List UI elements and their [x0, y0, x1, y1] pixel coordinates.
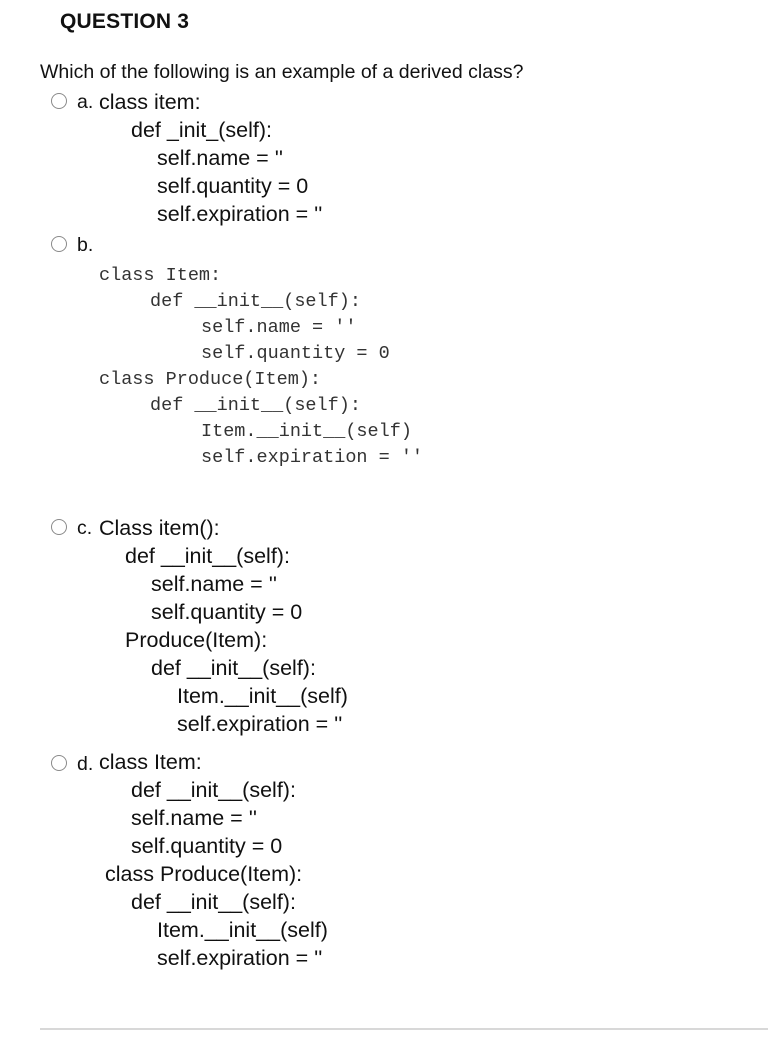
- option-d-code-line: class Item:: [99, 750, 202, 774]
- option-b-code-line: def __init__(self):: [150, 291, 361, 312]
- option-d-code-line: self.quantity = 0: [131, 834, 283, 858]
- option-d-code-line: Item.__init__(self): [157, 918, 328, 942]
- option-d-code-line: self.expiration = '': [157, 946, 323, 970]
- option-c-code-line: def __init__(self):: [125, 544, 290, 568]
- option-b-code-line: class Item:: [99, 265, 222, 286]
- option-c-code-line: self.expiration = '': [177, 712, 343, 736]
- option-a-code-line: class item:: [99, 90, 201, 114]
- option-c-code-line: self.quantity = 0: [151, 600, 303, 624]
- option-a-code-line: self.expiration = '': [157, 202, 323, 226]
- option-b-letter: b.: [77, 234, 94, 256]
- option-d-code-line: def __init__(self):: [131, 778, 296, 802]
- question-prompt: Which of the following is an example of …: [40, 61, 524, 83]
- question-title: QUESTION 3: [60, 10, 190, 33]
- option-b-code-line: self.quantity = 0: [201, 343, 390, 364]
- option-d-code-line: self.name = '': [131, 806, 257, 830]
- option-c-radio[interactable]: [51, 519, 67, 535]
- option-b-code-line: self.expiration = '': [201, 447, 424, 468]
- option-a-code-line: def _init_(self):: [131, 118, 273, 142]
- option-c-code-line: self.name = '': [151, 572, 277, 596]
- option-d-radio[interactable]: [51, 755, 67, 771]
- option-c-code-line: def __init__(self):: [151, 656, 316, 680]
- option-d-code-line: def __init__(self):: [131, 890, 296, 914]
- option-c-code-line: Item.__init__(self): [177, 684, 348, 708]
- option-d-code-line: class Produce(Item):: [105, 862, 303, 886]
- option-c-code-line: Produce(Item):: [125, 628, 268, 652]
- option-a-code-line: self.name = '': [157, 146, 283, 170]
- option-b-radio[interactable]: [51, 236, 67, 252]
- option-b-code-line: self.name = '': [201, 317, 357, 338]
- option-a-code-line: self.quantity = 0: [157, 174, 309, 198]
- option-a-radio[interactable]: [51, 93, 67, 109]
- option-c-letter: c.: [77, 517, 93, 539]
- option-b-code-line: class Produce(Item):: [99, 369, 322, 390]
- option-d-letter: d.: [77, 753, 94, 775]
- option-c-code-line: Class item():: [99, 516, 220, 540]
- bottom-divider: [40, 1028, 768, 1030]
- option-b-code-line: Item.__init__(self): [201, 421, 412, 442]
- option-a-letter: a.: [77, 91, 94, 113]
- option-b-code-line: def __init__(self):: [150, 395, 361, 416]
